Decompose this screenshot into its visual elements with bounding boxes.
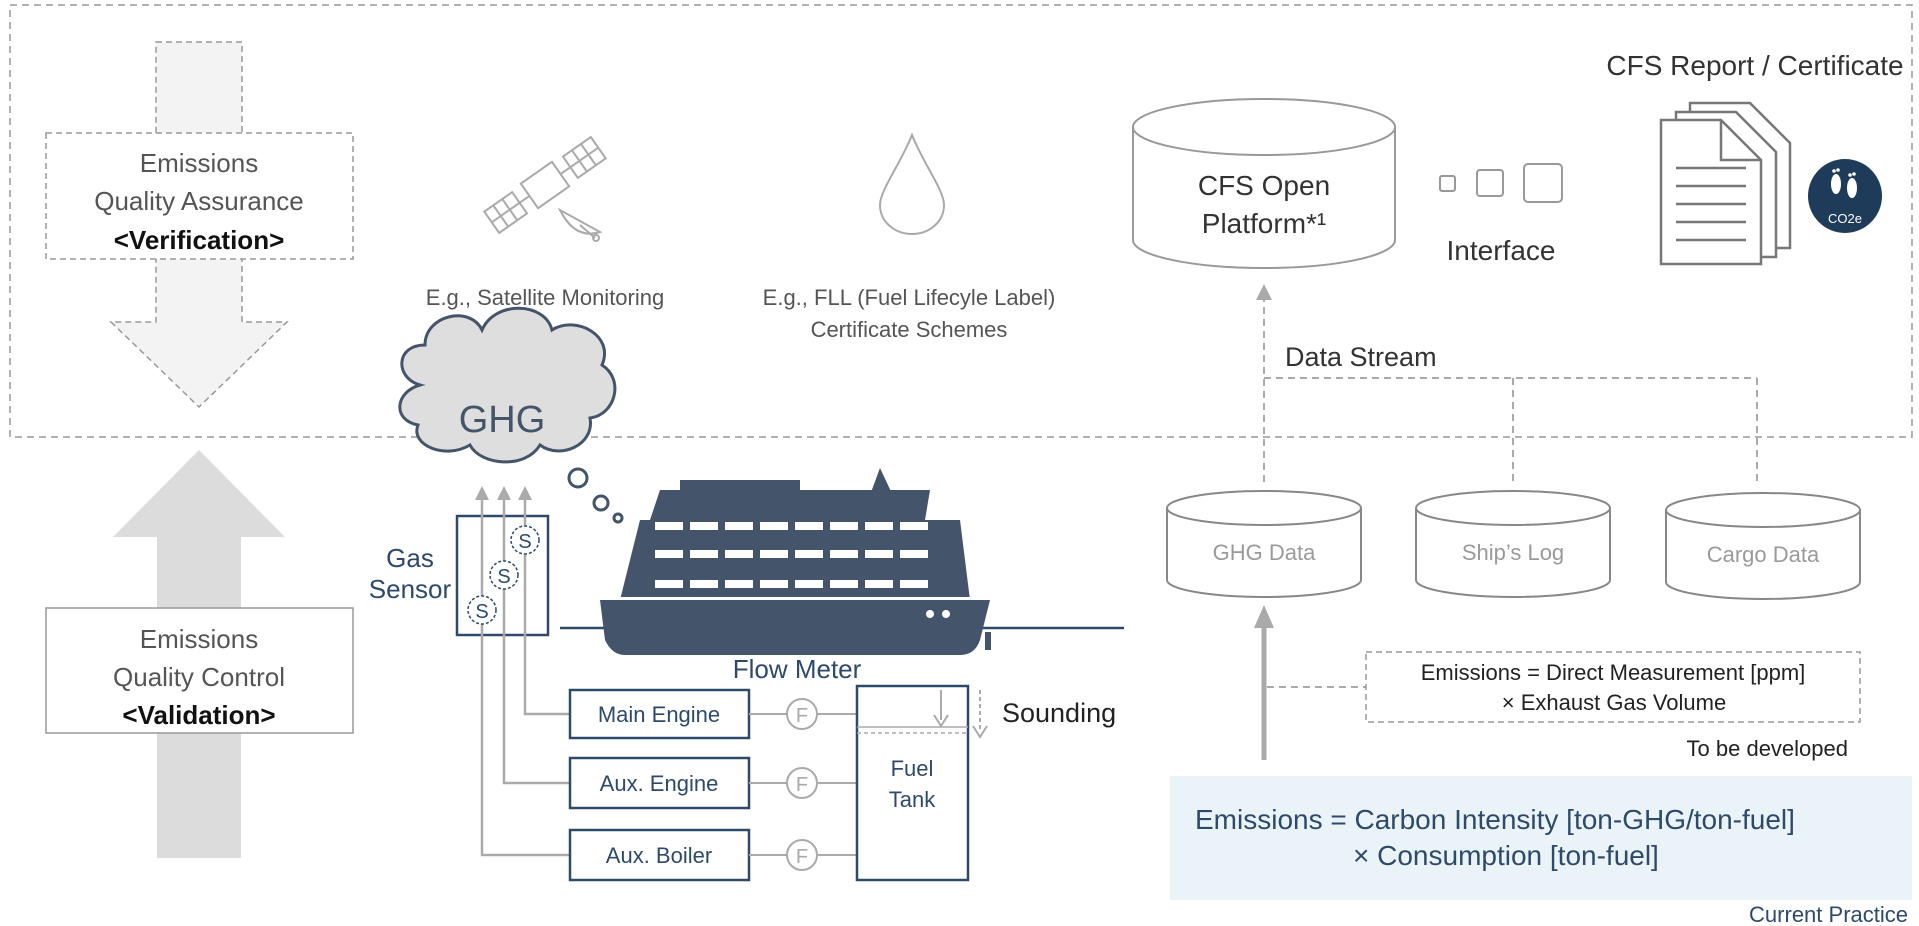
ghg-data-cylinder: GHG Data [1166,490,1362,598]
exhaust-arrowheads [475,486,532,500]
qa-line1: Emissions [140,148,258,178]
qa-line3: <Verification> [114,225,285,255]
report-title: CFS Report / Certificate [1606,50,1903,81]
carbon-formula-line2: × Consumption [ton-fuel] [1353,840,1659,871]
main-engine-label: Main Engine [598,702,720,727]
document-stack-icon [1659,101,1792,266]
drop-icon [878,132,946,236]
main-engine-box: Main Engine [568,688,751,740]
direct-formula-line2: × Exhaust Gas Volume [1502,690,1726,715]
interface-label: Interface [1447,235,1556,266]
satellite-icon [482,135,608,242]
ships-log-label: Ship’s Log [1462,540,1564,565]
fuel-tank: Fuel Tank [855,684,970,882]
co2-badge-label: CO2e [1828,211,1862,226]
data-stream-label: Data Stream [1285,342,1437,372]
fuel-tank-line2: Tank [889,787,936,812]
gas-sensor-line1: Gas [386,543,434,573]
to-be-developed-label: To be developed [1687,736,1848,761]
qa-box: Emissions Quality Assurance <Verificatio… [45,132,354,260]
footprint-icon [1831,168,1857,198]
satellite-caption: E.g., Satellite Monitoring [426,285,664,310]
qc-line1: Emissions [140,624,258,654]
aux-engine-box: Aux. Engine [568,756,751,810]
flow-meter-icon: F [786,698,818,730]
qc-box: Emissions Quality Control <Validation> [45,607,354,734]
aux-boiler-box: Aux. Boiler [568,828,751,882]
platform-line1: CFS Open [1198,170,1330,201]
svg-text:F: F [796,774,808,796]
ghg-cloud: GHG [398,306,624,524]
aux-boiler-label: Aux. Boiler [606,843,712,868]
ship-icon [560,468,1124,655]
interface-icon [1439,163,1563,203]
gas-sensor-line2: Sensor [369,574,452,604]
carbon-formula-line1: Emissions = Carbon Intensity [ton-GHG/to… [1195,804,1795,835]
flow-meter-icon: F [786,839,818,871]
direct-formula-line1: Emissions = Direct Measurement [ppm] [1421,660,1806,685]
fuel-tank-line1: Fuel [891,756,934,781]
flow-meter-label: Flow Meter [733,654,862,684]
carbon-formula-box: Emissions = Carbon Intensity [ton-GHG/to… [1170,776,1912,900]
ghg-cloud-label: GHG [459,399,546,441]
svg-text:S: S [518,531,531,553]
sensor-marker: S [467,595,497,625]
cargo-data-label: Cargo Data [1707,542,1820,567]
svg-text:F: F [796,705,808,727]
current-practice-label: Current Practice [1749,902,1908,926]
qc-line2: Quality Control [113,662,285,692]
platform-line2: Platform*¹ [1202,208,1326,239]
cargo-data-cylinder: Cargo Data [1665,492,1861,600]
platform-cylinder: CFS Open Platform*¹ [1132,98,1396,269]
qa-line2: Quality Assurance [94,186,304,216]
qc-line3: <Validation> [122,700,275,730]
fll-caption-line2: Certificate Schemes [811,317,1008,342]
data-stream-lines [1263,298,1758,482]
flow-meter-icon: F [786,767,818,799]
sounding-label: Sounding [1002,698,1116,728]
sensor-marker: S [510,525,540,555]
data-stream-arrowhead [1256,284,1272,300]
ghg-input-arrowhead [1254,605,1274,628]
sensor-marker: S [489,560,519,590]
ships-log-cylinder: Ship’s Log [1415,490,1611,598]
svg-text:S: S [497,566,510,588]
fll-caption-line1: E.g., FLL (Fuel Lifecyle Label) [763,285,1056,310]
flow-meters: F F F [786,698,818,871]
ghg-data-label: GHG Data [1213,540,1316,565]
aux-engine-label: Aux. Engine [600,771,719,796]
direct-formula-box: Emissions = Direct Measurement [ppm] × E… [1365,651,1861,723]
sensor-markers: S S S [467,525,540,625]
svg-text:S: S [475,601,488,623]
sounding-arrow [972,690,988,739]
svg-text:F: F [796,846,808,868]
co2-footprint-badge: CO2e [1808,159,1882,233]
verification-region [9,4,1913,438]
